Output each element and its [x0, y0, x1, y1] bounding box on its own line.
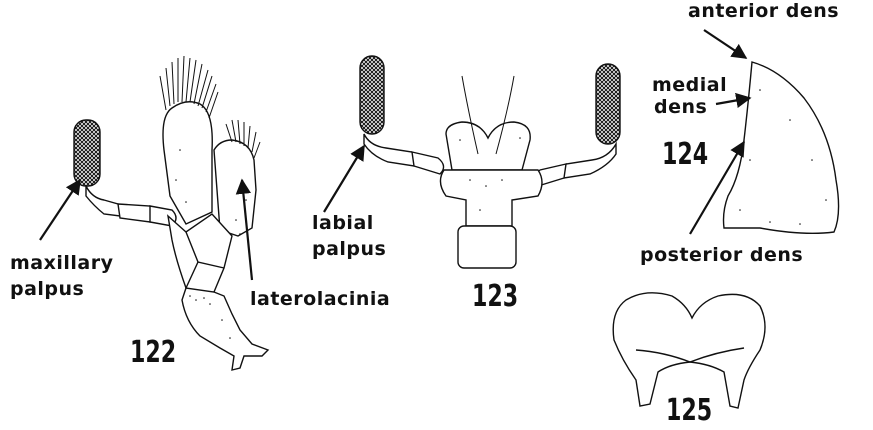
figure-number-124: 124	[662, 140, 708, 170]
maxillary-palpus-terminal-segment	[74, 120, 100, 186]
posterior-dens-label: posterior dens	[640, 246, 803, 265]
labial-palpus-arrow	[324, 146, 364, 212]
labial-palpus-label-line2: palpus	[312, 240, 386, 259]
medial-dens-label-line2: dens	[654, 98, 707, 117]
medial-dens-arrow	[716, 98, 750, 104]
labial-palpus-terminal-segment-right	[596, 64, 620, 144]
maxillary-palpus-label-line2: palpus	[10, 280, 84, 299]
labial-palpus-terminal-segment-left	[360, 56, 384, 134]
figure-125-drawing	[613, 293, 765, 408]
labial-palpus-label-line1: labial	[312, 214, 374, 233]
figure-number-123: 123	[472, 282, 518, 312]
medial-dens-label-line1: medial	[652, 76, 727, 95]
figure-number-122: 122	[130, 338, 176, 368]
figure-number-125: 125	[666, 396, 712, 426]
anterior-dens-arrow	[704, 30, 746, 58]
maxillary-palpus-arrow	[40, 180, 80, 240]
maxillary-palpus-label-line1: maxillary	[10, 254, 114, 273]
laterolacinia-label: laterolacinia	[250, 290, 390, 309]
labium-drawing	[360, 56, 620, 268]
maxilla-drawing	[74, 56, 268, 370]
anterior-dens-label: anterior dens	[688, 2, 839, 21]
